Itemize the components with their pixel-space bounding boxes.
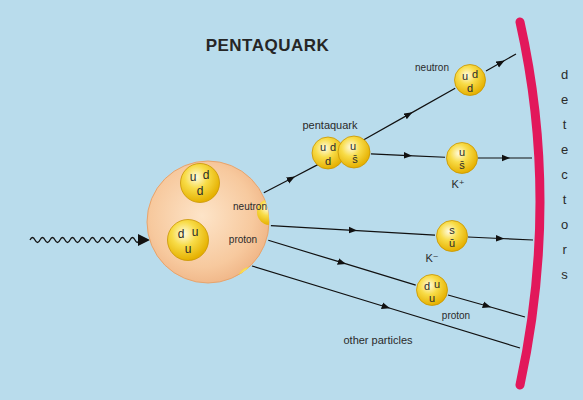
quark-letter: s	[449, 225, 455, 236]
track-arrow	[371, 154, 445, 157]
quark-letter: d	[330, 142, 336, 153]
particle-label: proton	[229, 235, 257, 245]
quark-sphere	[181, 164, 220, 203]
particle-label: neutron	[415, 63, 449, 73]
quark-letter: K⁻	[425, 253, 438, 264]
track-line	[468, 237, 533, 240]
neutron-sphere: neutronudd	[454, 64, 486, 96]
detector-label: detectors	[561, 62, 568, 287]
detector-band	[520, 22, 540, 385]
nucleus-body	[147, 161, 269, 283]
quark-letter: K⁺	[451, 179, 464, 190]
quark-sphere	[447, 143, 478, 174]
track-line	[252, 266, 520, 348]
nucleon-cap	[238, 267, 262, 291]
quark-letter: s̄	[459, 160, 465, 171]
quark-letter: d	[467, 83, 473, 94]
quark-letter: d	[203, 169, 210, 181]
particle-label: proton	[442, 311, 470, 321]
track-arrow	[363, 88, 456, 140]
track-arrow	[268, 240, 415, 285]
proton-sphere: duu	[167, 219, 209, 261]
quark-letter: ū	[449, 238, 455, 249]
quark-letter: u	[459, 147, 465, 158]
quark-sphere-shape	[180, 163, 220, 203]
neutron-sphere: udd	[180, 163, 220, 203]
kaon-sphere: sūK⁻	[436, 220, 468, 252]
quark-letter: d	[325, 156, 331, 167]
proton-sphere: duuproton	[416, 274, 448, 306]
quark-sphere	[437, 221, 468, 252]
photon-wave	[30, 238, 139, 243]
nucleus-circle: neutronprotonuddduu	[146, 160, 270, 284]
quark-letter: u	[192, 226, 199, 238]
quark-letter: u	[190, 171, 197, 183]
quark-letter: u	[185, 243, 192, 255]
kaon-sphere: us̄K⁺	[446, 142, 478, 174]
quark-letter: u	[350, 141, 356, 152]
particle-label: pentaquark	[302, 120, 357, 131]
quark-sphere	[168, 220, 209, 261]
particle-label: neutron	[233, 202, 267, 212]
quark-sphere	[417, 275, 448, 306]
track-arrow	[264, 164, 319, 193]
quark-sphere	[455, 65, 486, 96]
quark-letter: s̄	[352, 154, 358, 165]
quark-letter: d	[197, 185, 204, 197]
pentaquark-spheres: pentaquarkuddus̄	[312, 136, 370, 169]
track-label: other particles	[343, 335, 412, 346]
quark-letter: u	[429, 293, 435, 304]
track-arrow	[271, 226, 435, 235]
quark-letter: d	[424, 281, 430, 292]
quark-letter: d	[178, 228, 185, 240]
quark-letter: d	[472, 69, 478, 80]
quark-sphere	[338, 136, 370, 168]
quark-letter: u	[434, 279, 440, 290]
track-line	[478, 157, 532, 158]
track-line	[486, 54, 516, 71]
quark-letter: u	[462, 71, 468, 82]
quark-letter: u	[320, 142, 326, 153]
diagram-title: PENTAQUARK	[0, 36, 535, 56]
